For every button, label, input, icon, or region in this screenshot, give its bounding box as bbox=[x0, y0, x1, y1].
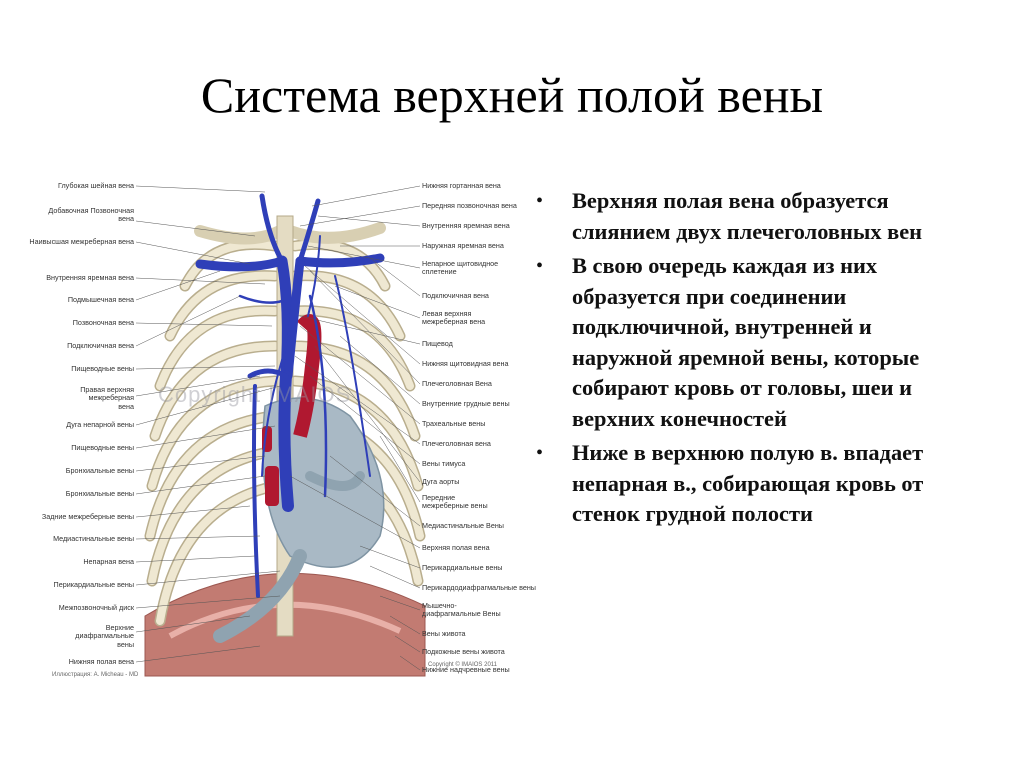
left-label: Непарная вена bbox=[83, 557, 134, 566]
left-label: Перикардиальные вены bbox=[53, 580, 134, 589]
left-label: Нижняя полая вена bbox=[68, 657, 134, 666]
bullet-item: • Верхняя полая вена образуется слиянием … bbox=[536, 186, 976, 247]
left-label: Межпозвоночный диск bbox=[58, 603, 134, 612]
right-label: Нижняя щитовидная вена bbox=[422, 359, 509, 368]
bullet-text: Ниже в верхнюю полую в. впадает непарная… bbox=[572, 440, 924, 526]
left-label: Добавочная Позвоночная вена bbox=[48, 206, 134, 224]
right-label: Непарное щитовидное сплетение bbox=[422, 259, 499, 277]
right-label: Перикардодиафрагмальные вены bbox=[422, 583, 536, 592]
right-label: Трахеальные вены bbox=[422, 419, 486, 428]
left-label: Правая верхняя межреберная вена bbox=[80, 385, 134, 411]
left-label: Бронхиальные вены bbox=[65, 489, 134, 498]
bullet-dot-icon: • bbox=[536, 442, 544, 464]
left-label: Бронхиальные вены bbox=[65, 466, 134, 475]
right-label: Мышечно-диафрагмальные Вены bbox=[422, 601, 501, 619]
right-label: Нижняя гортанная вена bbox=[422, 181, 501, 190]
copyright-credit: Copyright © IMAIOS 2011 bbox=[428, 662, 498, 668]
leader-lines bbox=[135, 185, 421, 671]
left-label: Медиастинальные вены bbox=[53, 534, 134, 543]
watermark-text: Copyright IMAIOS bbox=[158, 382, 352, 407]
left-label: Подключичная вена bbox=[67, 341, 134, 350]
left-label: Глубокая шейная вена bbox=[58, 181, 134, 190]
left-label: Дуга непарной вены bbox=[66, 420, 134, 429]
right-label: Внутренние грудные вены bbox=[422, 399, 510, 408]
anatomy-illustration bbox=[144, 193, 426, 677]
bullet-dot-icon: • bbox=[536, 255, 544, 277]
left-label: Наивысшая межреберная вена bbox=[29, 237, 134, 246]
bullet-text: В свою очередь каждая из них образуется … bbox=[572, 253, 920, 431]
bullet-list: • Верхняя полая вена образуется слиянием … bbox=[536, 186, 976, 534]
left-label: Позвоночная вена bbox=[72, 318, 134, 327]
illustration-credit: Иллюстрация: A. Micheau - MD bbox=[52, 672, 139, 678]
right-label: Плечеголовная Вена bbox=[422, 379, 492, 388]
bullet-dot-icon: • bbox=[536, 190, 544, 212]
right-label: Нижние надчревные вены bbox=[422, 665, 510, 674]
right-label: Верхняя полая вена bbox=[422, 543, 490, 552]
left-label: Верхние диафрагмальные вены bbox=[75, 623, 134, 649]
right-label: Дуга аорты bbox=[422, 477, 460, 486]
left-label: Задние межреберные вены bbox=[41, 512, 134, 521]
bullet-text: Верхняя полая вена образуется слиянием д… bbox=[572, 188, 923, 244]
right-label: Передние межреберные вены bbox=[422, 493, 488, 511]
right-label: Внутренняя яремная вена bbox=[422, 221, 510, 230]
right-label: Передняя позвоночная вена bbox=[422, 201, 517, 210]
right-label: Вены тимуса bbox=[422, 459, 466, 468]
bullet-item: • В свою очередь каждая из них образуется… bbox=[536, 251, 976, 434]
left-label: Пищеводные вены bbox=[71, 364, 134, 373]
right-label: Наружная яремная вена bbox=[422, 241, 504, 250]
right-label: Вены живота bbox=[422, 629, 466, 638]
right-label: Перикардиальные вены bbox=[422, 563, 503, 572]
right-label: Левая верхняя межреберная вена bbox=[422, 309, 486, 327]
left-label: Внутренняя яремная вена bbox=[46, 273, 134, 282]
right-label: Пищевод bbox=[422, 339, 453, 348]
right-label: Подключичная вена bbox=[422, 291, 489, 300]
left-label: Подмышечная вена bbox=[67, 295, 134, 304]
anatomy-figure: Copyright IMAIOS Глубокая шейная вена До… bbox=[29, 176, 536, 686]
left-label: Пищеводные вены bbox=[71, 443, 134, 452]
right-label: Медиастинальные Вены bbox=[422, 521, 504, 530]
right-label: Подкожные вены живота bbox=[422, 647, 505, 656]
bullet-item: • Ниже в верхнюю полую в. впадает непарна… bbox=[536, 438, 976, 530]
slide-title: Система верхней полой вены bbox=[200, 67, 824, 123]
right-label: Плечеголовная вена bbox=[422, 439, 491, 448]
